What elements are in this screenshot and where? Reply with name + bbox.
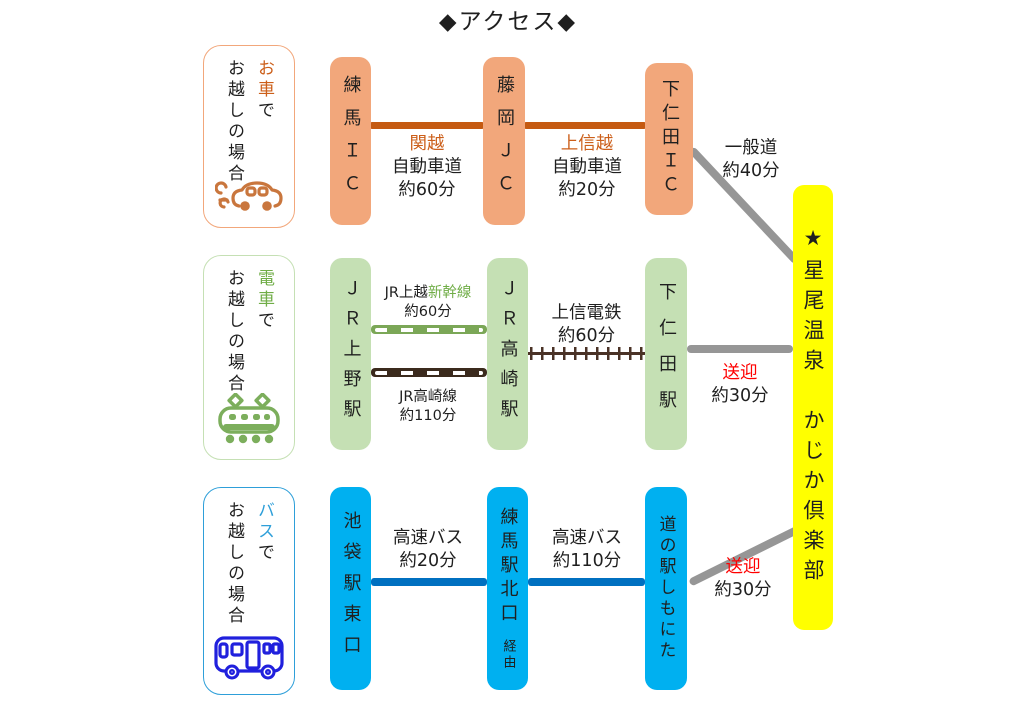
bus-method-accent: バス (254, 501, 274, 543)
car-method-suffix: で (254, 101, 274, 122)
takasaki-line-caption: JR高崎線 約110分 (368, 388, 488, 426)
node-fujioka-jc: 藤岡ＪＣ (483, 57, 525, 225)
bus-method-panel: バスでお越しの場合 (203, 487, 295, 695)
kanetsu-name: 関越 (409, 134, 445, 154)
node-shimonita-station-label: 下仁田駅 (656, 282, 677, 426)
joshin-dentetsu-name: 上信電鉄 (551, 303, 622, 323)
shuttle-train-time: 約30分 (711, 386, 769, 406)
nerima-north-main: 練馬駅北口 (497, 506, 519, 627)
train-method-accent: 電車 (254, 269, 274, 311)
joshin-dentetsu-caption: 上信電鉄 約60分 (528, 302, 645, 348)
spacer (507, 627, 508, 639)
joshinetsu-expressway-line (523, 122, 647, 129)
car-method-accent: お車 (254, 59, 274, 101)
train-method-label: 電車でお越しの場合 (219, 269, 279, 395)
highway-bus1-caption: 高速バス 約20分 (368, 527, 488, 573)
shuttle-train-name: 送迎 (722, 363, 758, 383)
car-method-rest: お越しの場合 (224, 59, 244, 185)
car-method-label: お車でお越しの場合 (219, 59, 279, 185)
shuttle-bus-caption: 送迎 約30分 (693, 556, 793, 602)
train-icon (216, 392, 282, 451)
page-title: ◆アクセス◆ (438, 9, 578, 35)
destination-label: ★星尾温泉 かじか倶楽部 (801, 226, 825, 589)
shuttle-bus-name: 送迎 (725, 557, 761, 577)
node-nerima-ic-label: 練馬ＩＣ (340, 75, 362, 207)
node-michinoeki-shimonita: 道の駅しもにた (645, 487, 687, 690)
joshinetsu-road: 自動車道 (552, 157, 622, 177)
node-ikebukuro-east-exit: 池袋駅東口 (330, 487, 371, 690)
shinkansen-time: 約60分 (404, 304, 452, 320)
train-method-suffix: で (254, 311, 274, 332)
node-ikebukuro-label: 池袋駅東口 (340, 511, 362, 666)
highway-bus1-time: 約20分 (399, 551, 457, 571)
takasaki-line-time: 約110分 (399, 408, 457, 424)
node-nerima-ic: 練馬ＩＣ (330, 57, 371, 225)
node-nerima-north-label: 練馬駅北口経由 (495, 507, 521, 671)
highway-bus1-name: 高速バス (393, 528, 463, 548)
highway-bus-line-2 (528, 578, 645, 586)
takasaki-line-name: JR高崎線 (399, 389, 457, 405)
node-jr-ueno-station: ＪＲ上野駅 (330, 258, 371, 450)
nerima-north-via: 経由 (500, 638, 516, 671)
node-shimonita-ic: 下仁田ＩＣ (645, 63, 693, 215)
kanetsu-time: 約60分 (398, 180, 456, 200)
highway-bus-line-1 (371, 578, 487, 586)
node-jr-ueno-label: ＪＲ上野駅 (340, 279, 362, 429)
shinkansen-accent: 新幹線 (427, 285, 472, 301)
joshinetsu-name: 上信越 (560, 134, 614, 154)
node-fujioka-jc-label: 藤岡ＪＣ (494, 75, 515, 207)
joshinetsu-caption: 上信越 自動車道 約20分 (527, 133, 647, 202)
bus-method-suffix: で (254, 543, 274, 564)
bus-icon (212, 631, 286, 685)
train-method-rest: お越しの場合 (224, 269, 244, 395)
shuttle-line-train (687, 345, 793, 353)
shuttle-train-caption: 送迎 約30分 (690, 362, 790, 408)
joshin-dentetsu-track (528, 347, 645, 360)
destination-box: ★星尾温泉 かじか倶楽部 (793, 185, 833, 630)
node-nerima-north-exit: 練馬駅北口経由 (487, 487, 528, 690)
highway-bus2-caption: 高速バス 約110分 (526, 527, 648, 573)
shinkansen-track (371, 325, 487, 334)
general-road-name: 一般道 (724, 138, 778, 158)
joshinetsu-time: 約20分 (558, 180, 616, 200)
kanetsu-caption: 関越 自動車道 約60分 (367, 133, 487, 202)
bus-method-label: バスでお越しの場合 (219, 501, 279, 627)
highway-bus2-name: 高速バス (552, 528, 622, 548)
shinkansen-prefix: JR上越 (384, 285, 428, 301)
shinkansen-caption: JR上越新幹線 約60分 (368, 284, 488, 322)
car-icon (214, 173, 283, 217)
node-shimonita-station: 下仁田駅 (645, 258, 687, 450)
node-jr-takasaki-station: ＪＲ高崎駅 (487, 258, 528, 450)
joshin-dentetsu-time: 約60分 (557, 326, 616, 346)
node-shimonita-ic-label: 下仁田ＩＣ (659, 79, 680, 199)
kanetsu-expressway-line (369, 122, 485, 129)
general-road-time: 約40分 (722, 161, 780, 181)
general-road-caption: 一般道 約40分 (706, 137, 796, 183)
node-michinoeki-label: 道の駅しもにた (655, 515, 676, 662)
bus-method-rest: お越しの場合 (224, 501, 244, 627)
train-method-panel: 電車でお越しの場合 (203, 255, 295, 460)
node-jr-takasaki-label: ＪＲ高崎駅 (497, 279, 519, 429)
car-method-panel: お車でお越しの場合 (203, 45, 295, 228)
takasaki-line-track (371, 368, 487, 377)
kanetsu-road: 自動車道 (392, 157, 462, 177)
highway-bus2-time: 約110分 (552, 551, 622, 571)
shuttle-bus-time: 約30分 (714, 580, 772, 600)
